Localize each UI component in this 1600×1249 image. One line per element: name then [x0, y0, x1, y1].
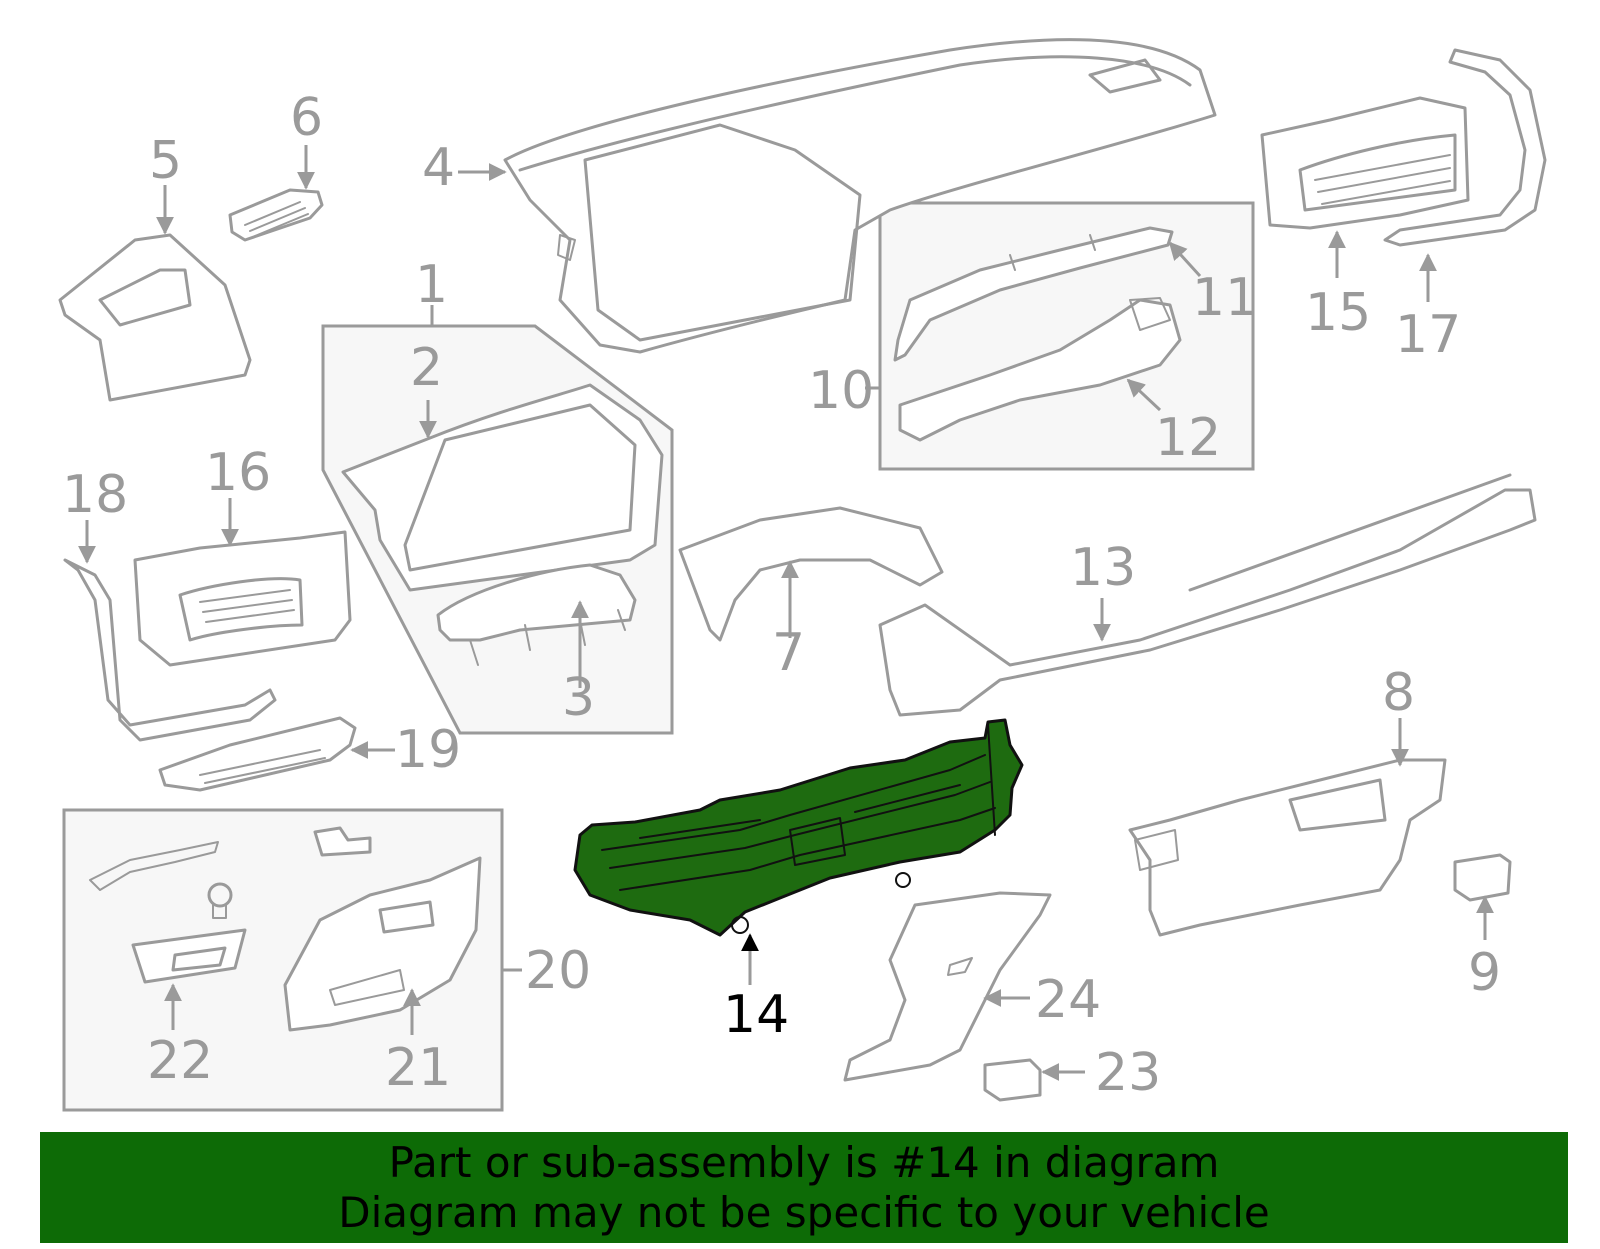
callout-4: 4 [422, 138, 455, 198]
part-2-cluster-bezel [341, 383, 664, 592]
callout-1: 1 [415, 255, 448, 315]
part-18-left-trim [63, 558, 277, 742]
part-19-lower-trim [158, 716, 357, 792]
part-15-right-vent [1260, 96, 1470, 230]
callout-23: 23 [1095, 1043, 1161, 1103]
part-13-lower-dash-trim [878, 473, 1537, 717]
callout-6: 6 [290, 88, 323, 148]
callout-21: 21 [385, 1038, 451, 1098]
part-7-column-cover [678, 506, 944, 642]
callout-18: 18 [62, 465, 128, 525]
part-3-bracket [436, 563, 637, 666]
callout-20: 20 [525, 941, 591, 1001]
part-16-left-vent [133, 530, 352, 667]
part-17-right-trim [1383, 48, 1547, 247]
part-12-bracket [898, 297, 1182, 442]
callout-24: 24 [1035, 970, 1101, 1030]
part-5-side-panel [58, 233, 252, 402]
callout-17: 17 [1395, 305, 1461, 365]
callout-3: 3 [562, 668, 595, 728]
callout-19: 19 [395, 720, 461, 780]
part-4-instrument-panel [503, 38, 1217, 354]
part-11-bracket [893, 226, 1174, 362]
part-20-misc [89, 826, 372, 919]
callout-14: 14 [723, 985, 789, 1045]
part-8-console [1128, 758, 1447, 937]
callout-16: 16 [205, 443, 271, 503]
callout-12: 12 [1155, 408, 1221, 468]
callout-10: 10 [808, 361, 874, 421]
callout-8: 8 [1382, 663, 1415, 723]
callout-15: 15 [1305, 283, 1371, 343]
part-24-knee-panel [843, 891, 1052, 1082]
callout-13: 13 [1070, 538, 1136, 598]
callout-7: 7 [772, 623, 805, 683]
part-6-vent [228, 188, 324, 242]
banner-line-1: Part or sub-assembly is #14 in diagram [388, 1137, 1220, 1187]
callout-22: 22 [147, 1031, 213, 1091]
callout-5: 5 [149, 131, 182, 191]
callout-9: 9 [1468, 943, 1501, 1003]
callout-11: 11 [1192, 268, 1258, 328]
part-14-highlighted-center-bezel [573, 718, 1024, 937]
part-22-pocket [131, 928, 247, 984]
part-23-clip [983, 1058, 1042, 1102]
callout-2: 2 [410, 338, 443, 398]
part-9-clip [1453, 853, 1512, 902]
info-banner: Part or sub-assembly is #14 in diagram D… [40, 1132, 1568, 1243]
banner-line-2: Diagram may not be specific to your vehi… [338, 1187, 1270, 1237]
part-21-lower-cover [283, 856, 482, 1032]
